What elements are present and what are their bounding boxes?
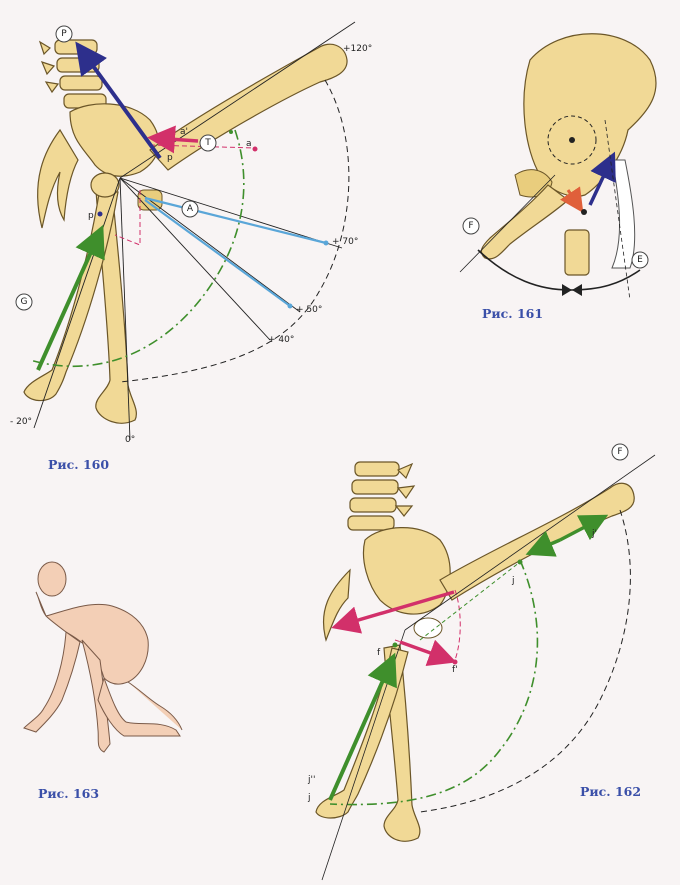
spine-162: [348, 462, 414, 530]
point-label-j-double-prime: j'': [307, 775, 315, 785]
femur-flexed: [150, 44, 347, 170]
angle-0: 0°: [125, 435, 135, 445]
label-F-162: F: [612, 444, 628, 460]
label-P: P: [56, 26, 72, 42]
point-label-j-prime: j': [591, 529, 597, 539]
caption-161: Рис. 161: [482, 306, 543, 321]
svg-text:G: G: [21, 297, 28, 307]
femur-shaft-161: [565, 230, 589, 275]
label-G: G: [16, 294, 32, 310]
angle-40: + 40°: [268, 335, 294, 345]
point-green-top: [229, 130, 233, 134]
pink-arrow-right-162: [400, 642, 450, 660]
point-70: [324, 241, 329, 246]
point-a: [253, 147, 258, 152]
svg-text:T: T: [204, 138, 211, 148]
point-f-162: [393, 643, 398, 648]
point-p-lower: [98, 212, 103, 217]
angle-50: + 50°: [296, 305, 322, 315]
coccyx-162: [323, 570, 350, 640]
acetabulum-center: [569, 137, 575, 143]
label-T: T: [200, 135, 216, 151]
coccyx-tail: [38, 130, 78, 228]
label-E-161: E: [632, 252, 648, 268]
caption-163: Рис. 163: [38, 786, 99, 801]
figure-163: Рис. 163: [24, 562, 182, 801]
figure-162: F j' j f f' j'' j Рис. 162: [307, 444, 655, 880]
hip-bone: [524, 34, 656, 197]
spine-vertebrae: [40, 40, 106, 108]
point-fprime-162: [453, 660, 458, 665]
angle-minus20: - 20°: [10, 417, 32, 427]
label-F-161: F: [463, 218, 479, 234]
point-j-162: [518, 560, 523, 565]
femur-flexed-162: [440, 483, 634, 600]
caption-160: Рис. 160: [48, 457, 109, 472]
svg-text:P: P: [61, 29, 67, 39]
crawling-person: [24, 562, 182, 752]
arc-stop-marker: [562, 284, 582, 296]
point-label-p-lower: p: [88, 211, 94, 221]
point-label-f: f: [377, 648, 381, 658]
label-A: A: [182, 201, 198, 217]
pelvis-162: [363, 528, 450, 614]
point-label-a-prime: a': [180, 127, 188, 137]
svg-text:F: F: [468, 221, 473, 231]
point-label-a: a: [246, 139, 252, 149]
angle-70: + 70°: [332, 237, 358, 247]
point-label-j-lower: j: [307, 793, 311, 803]
point-label-j-upper: j: [511, 576, 515, 586]
axis-line-162b: [322, 630, 405, 880]
axis-line-162: [405, 455, 655, 630]
point-50: [288, 304, 293, 309]
figure-160: P T A G +120° + 70° + 50° + 40° 0° - 20°…: [10, 22, 372, 472]
figure-161: F E Рис. 161: [460, 34, 656, 321]
svg-text:F: F: [617, 447, 622, 457]
point-label-f-prime: f': [452, 665, 458, 675]
pivot-point-161: [581, 209, 587, 215]
svg-text:E: E: [637, 255, 643, 265]
caption-162: Рис. 162: [580, 784, 641, 799]
svg-text:A: A: [187, 204, 194, 214]
point-label-p-upper: p: [167, 153, 173, 163]
angle-120: +120°: [343, 44, 372, 54]
